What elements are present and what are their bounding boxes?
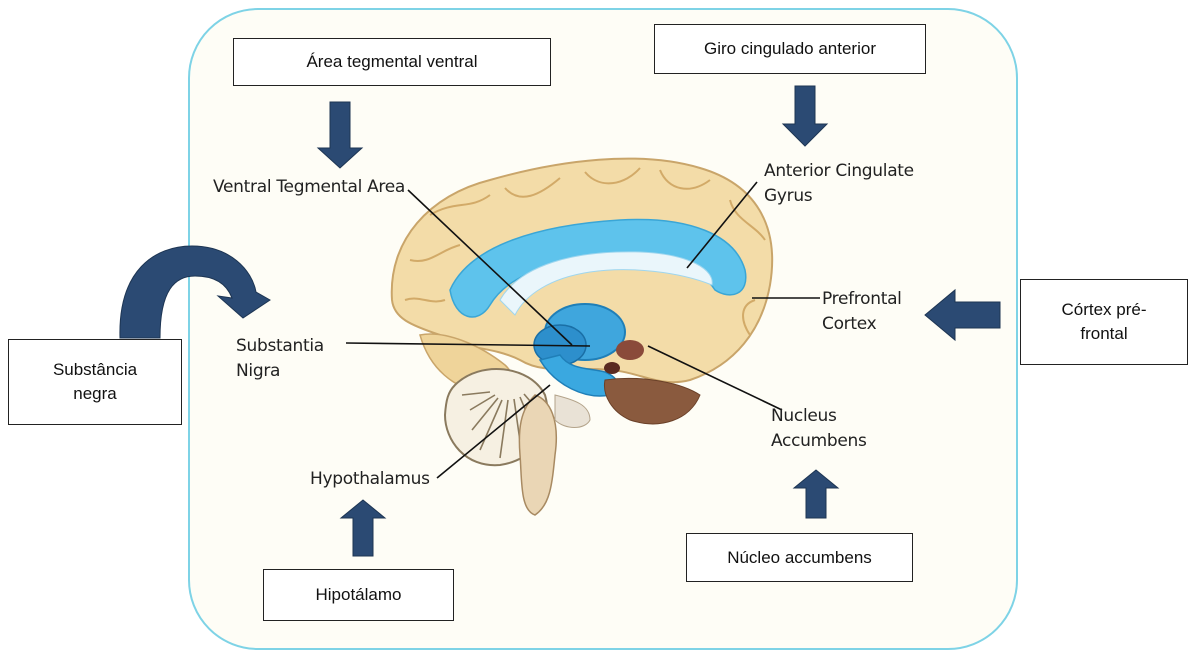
label-hypothalamus: Hypothalamus — [310, 467, 430, 492]
left-arrow-icon — [925, 290, 1000, 340]
box-cortex-pre-frontal: Córtex pré- frontal — [1020, 279, 1188, 365]
up-arrow-icon — [794, 470, 838, 518]
box-nucleo-accumbens: Núcleo accumbens — [686, 533, 913, 582]
label-nucleus-accumbens: Nucleus Accumbens — [771, 404, 867, 453]
down-arrow-icon — [318, 102, 362, 168]
label-substantia-nigra: Substantia Nigra — [236, 334, 324, 383]
box-substancia-negra: Substância negra — [8, 339, 182, 425]
box-hipotalamo: Hipotálamo — [263, 569, 454, 621]
down-arrow-icon — [783, 86, 827, 146]
brain-icon — [392, 159, 772, 515]
up-arrow-icon — [341, 500, 385, 556]
label-prefrontal-cortex: Prefrontal Cortex — [822, 287, 902, 336]
box-area-tegmental-ventral: Área tegmental ventral — [233, 38, 551, 86]
label-anterior-cingulate-gyrus: Anterior Cingulate Gyrus — [764, 159, 914, 208]
label-ventral-tegmental-area: Ventral Tegmental Area — [213, 175, 405, 200]
curved-arrow-icon — [120, 246, 270, 338]
box-giro-cingulado-anterior: Giro cingulado anterior — [654, 24, 926, 74]
